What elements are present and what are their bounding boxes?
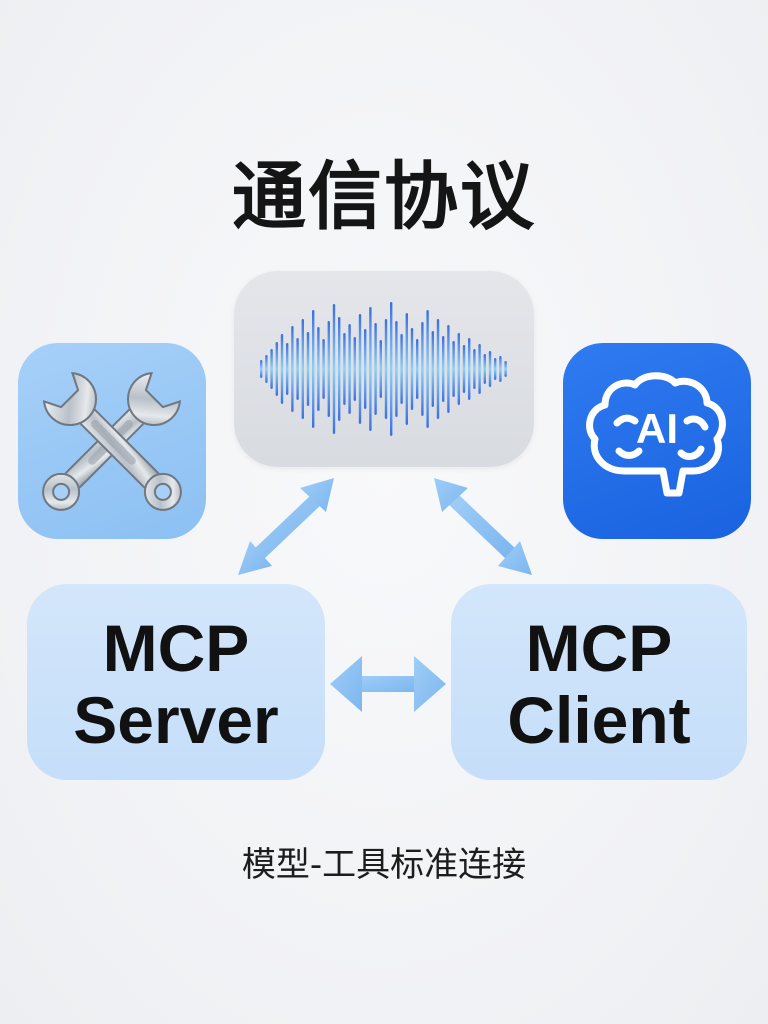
sound-wave-bar — [332, 304, 336, 434]
wrench-screwdriver-icon — [42, 371, 182, 511]
sound-wave-bar — [322, 339, 325, 399]
sound-wave-icon — [260, 302, 507, 436]
sound-wave-bar — [379, 340, 382, 398]
sound-wave-bar — [447, 325, 450, 413]
sound-wave-bar — [468, 338, 471, 400]
sound-wave-bar — [260, 360, 263, 378]
sound-wave-bar — [291, 326, 294, 412]
sound-wave-bar — [504, 361, 507, 377]
sound-wave-bar — [462, 345, 466, 393]
mcp-client-node: MCP Client — [451, 584, 747, 780]
sound-wave-bar — [358, 314, 362, 424]
server-wave-arrow — [238, 478, 334, 575]
sound-wave-bar — [364, 329, 367, 409]
sound-wave-bar — [405, 313, 408, 425]
sound-wave-bar — [374, 323, 377, 415]
sound-wave-bar — [286, 343, 289, 395]
sound-wave-bar — [473, 349, 476, 389]
sound-wave-bar — [280, 334, 284, 404]
sound-wave-bar — [436, 319, 440, 419]
sound-wave-bar — [265, 355, 268, 383]
sound-wave-bar — [410, 328, 414, 410]
sound-wave-bar — [426, 310, 429, 428]
mcp-client-line1: MCP — [525, 611, 673, 685]
sound-wave-bar — [275, 342, 278, 396]
sound-wave-bar — [301, 319, 304, 419]
sound-wave-bar — [369, 307, 372, 431]
server-client-arrow — [330, 656, 446, 712]
tools-card — [18, 343, 206, 539]
sound-wave-bar — [395, 321, 398, 417]
sound-wave-bar — [343, 333, 346, 405]
sound-wave-bar — [306, 332, 310, 406]
sound-wave-bar — [431, 331, 434, 407]
sound-wave-bar — [270, 349, 273, 389]
mcp-server-line1: MCP — [102, 611, 250, 685]
sound-wave-bar — [416, 339, 419, 399]
sound-wave-bar — [483, 354, 486, 384]
sound-wave-bar — [348, 324, 351, 414]
sound-wave-bar — [452, 341, 455, 397]
sound-wave-bar — [353, 337, 356, 401]
sound-wave-bar — [421, 322, 424, 416]
sound-wave-bar — [384, 319, 388, 419]
protocol-wave-card — [234, 271, 534, 467]
sound-wave-bar — [296, 338, 299, 400]
mcp-client-line2: Client — [507, 683, 691, 757]
sound-wave-bar — [390, 302, 393, 436]
sound-wave-bar — [312, 310, 315, 428]
mcp-server-line2: Server — [73, 683, 279, 757]
mcp-server-node: MCP Server — [27, 584, 325, 780]
sound-wave-bar — [317, 327, 320, 411]
sound-wave-bar — [494, 358, 497, 380]
ai-card: AI — [563, 343, 751, 539]
sound-wave-bar — [400, 334, 403, 404]
diagram-subtitle: 模型-工具标准连接 — [241, 845, 527, 885]
wave-client-arrow — [434, 478, 532, 575]
sound-wave-bar — [457, 333, 460, 405]
sound-wave-bar — [338, 317, 341, 421]
sound-wave-bar — [442, 336, 445, 402]
sound-wave-bar — [478, 344, 481, 394]
sound-wave-bar — [499, 356, 502, 382]
ai-brain-label: AI — [636, 405, 678, 452]
sound-wave-bar — [488, 351, 492, 387]
ai-brain-icon: AI — [586, 372, 726, 497]
diagram-title: 通信协议 — [232, 154, 536, 240]
sound-wave-bar — [327, 321, 330, 417]
